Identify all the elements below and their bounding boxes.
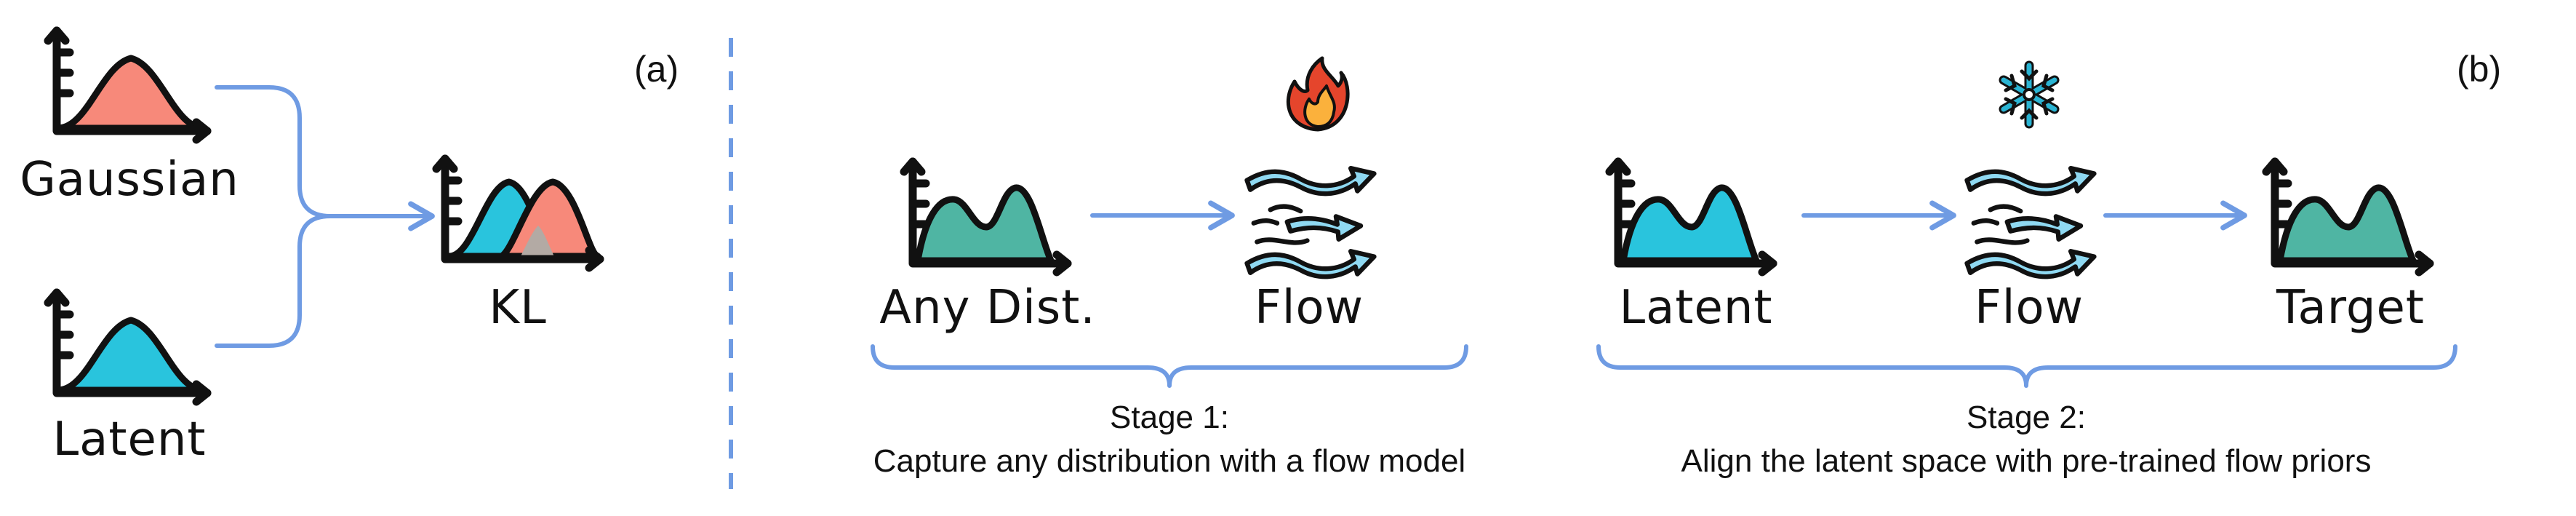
gaussian-connector	[215, 85, 332, 218]
stage2-flow-model-icon	[1967, 168, 2095, 277]
kl-divergence-icon	[432, 154, 604, 272]
stage1-brace	[871, 344, 1468, 388]
stage2-caption: Align the latent space with pre-trained …	[1681, 443, 2372, 479]
kl-label: KL	[489, 281, 547, 335]
fire-icon	[1287, 56, 1350, 132]
stage2-flow-label: Flow	[1975, 281, 2084, 335]
target-distribution-icon	[2262, 157, 2434, 277]
gaussian-label: Gaussian	[20, 153, 239, 207]
panel-a-tag: (a)	[634, 49, 679, 90]
latent-label: Latent	[53, 413, 207, 467]
stage2-brace	[1596, 344, 2457, 388]
stage1-flow-label: Flow	[1255, 281, 1364, 335]
stage2-latent-icon	[1605, 157, 1777, 277]
any-dist-label: Any Dist.	[879, 281, 1095, 335]
panel-a: (a) Gaussian Latent	[20, 26, 679, 467]
stage1-title: Stage 1:	[1110, 400, 1229, 435]
latent-connector	[215, 214, 332, 348]
stage2-latent-label: Latent	[1620, 281, 1773, 335]
stage1-caption: Capture any distribution with a flow mod…	[873, 443, 1465, 479]
panel-b: (b) Any Dist. Flow Stage 1: Capture any …	[871, 49, 2501, 479]
any-dist-icon	[900, 157, 1072, 277]
target-label: Target	[2276, 281, 2425, 335]
snowflake-icon	[1999, 60, 2060, 129]
stage2-title: Stage 2:	[1967, 400, 2086, 435]
flow-model-icon	[1247, 168, 1375, 277]
panel-b-tag: (b)	[2457, 49, 2501, 90]
gaussian-distribution-icon	[44, 26, 212, 144]
latent-distribution-icon	[44, 288, 212, 406]
